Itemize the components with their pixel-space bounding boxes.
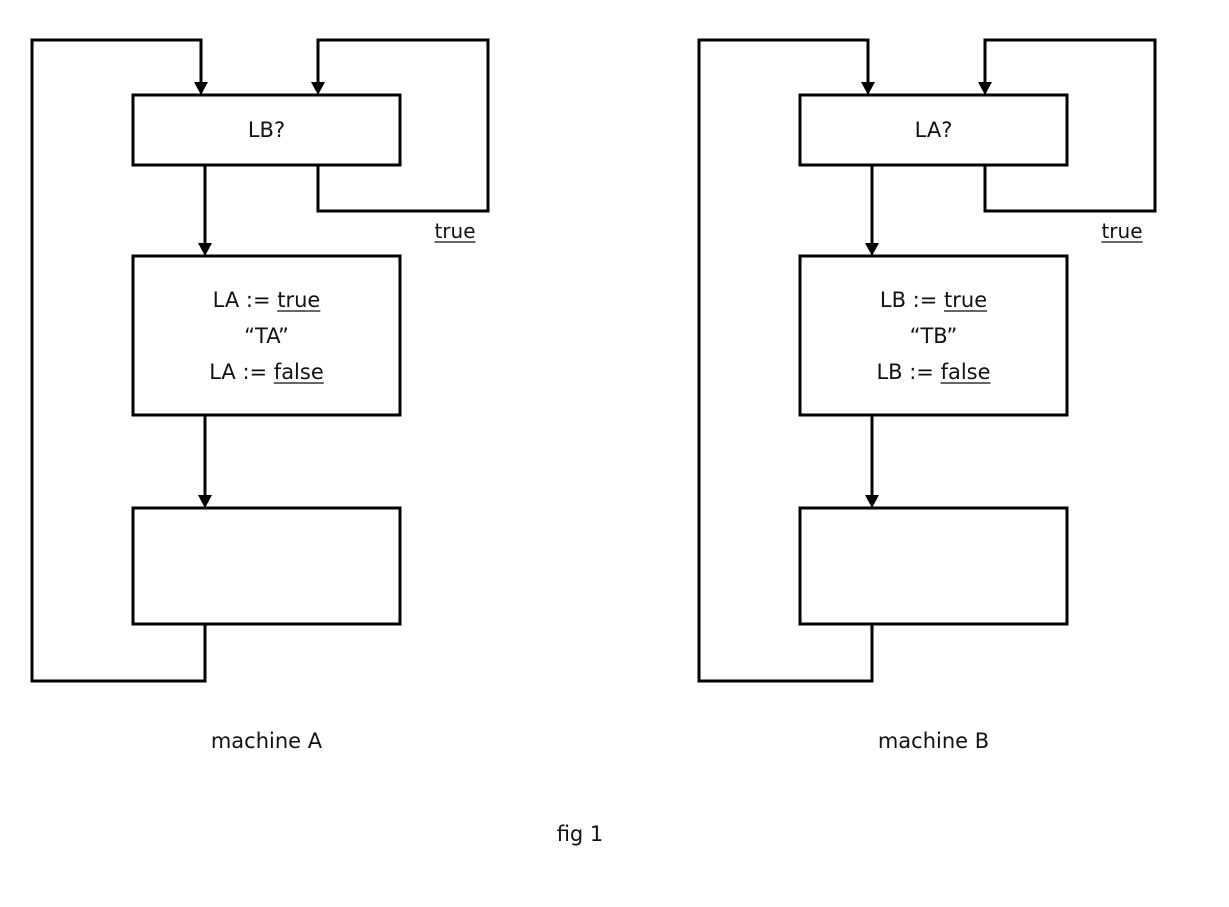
assignment-prefix: LA := [209,360,274,384]
machine-a-test-box [131,93,402,167]
assignment-prefix: LB := [876,360,941,384]
figure-caption: fig 1 [556,822,604,846]
assignment-value: true [277,288,321,312]
machine-a-outer-loop-arrowhead [194,82,208,95]
machine-b-outer-loop-arrowhead [861,82,875,95]
machine-a-critical-box [131,254,402,417]
machine-b-set-true-line: LB := true [800,282,1067,318]
machine-b-true-loop-arrowhead [978,82,992,95]
machine-b-outer-loop [697,38,874,683]
machine-a-connector-1-arrowhead [198,243,212,256]
machine-b-connector-1-arrowhead [865,243,879,256]
machine-b-test-condition: LA? [914,118,953,142]
machine-a-true-loop-arrowhead [311,82,325,95]
machine-a-output-line: “TA” [244,324,289,348]
machine-a-flowchart [30,38,490,683]
machine-b-caption: machine B [877,729,990,753]
machine-a-caption: machine A [210,729,323,753]
machine-b-true-label: true [1101,219,1143,243]
machine-a-true-label: true [434,219,476,243]
assignment-value: false [940,360,991,384]
machine-a-outer-loop [30,38,207,683]
machine-a-test-condition: LB? [247,118,286,142]
machine-b-output-line: “TB” [909,324,958,348]
machine-b-remainder-box [798,506,1069,626]
assignment-value: true [944,288,988,312]
machine-b-test-box [798,93,1069,167]
machine-a-true-loop [316,38,490,213]
machine-b-connector-2-arrowhead [865,495,879,508]
machine-b-set-false-line: LB := false [800,354,1067,390]
machine-b-critical-section: LB := true “TB” LB := false [800,282,1067,390]
machine-a-critical-section: LA := true “TA” LA := false [133,282,400,390]
assignment-value: false [273,360,324,384]
assignment-prefix: LB := [879,288,945,312]
machine-b-flowchart [697,38,1157,683]
machine-a-set-true-line: LA := true [133,282,400,318]
machine-b-critical-box [798,254,1069,417]
machine-b-true-loop [983,38,1157,213]
machine-a-set-false-line: LA := false [133,354,400,390]
assignment-prefix: LA := [212,288,278,312]
machine-a-remainder-box [131,506,402,626]
machine-a-connector-2-arrowhead [198,495,212,508]
